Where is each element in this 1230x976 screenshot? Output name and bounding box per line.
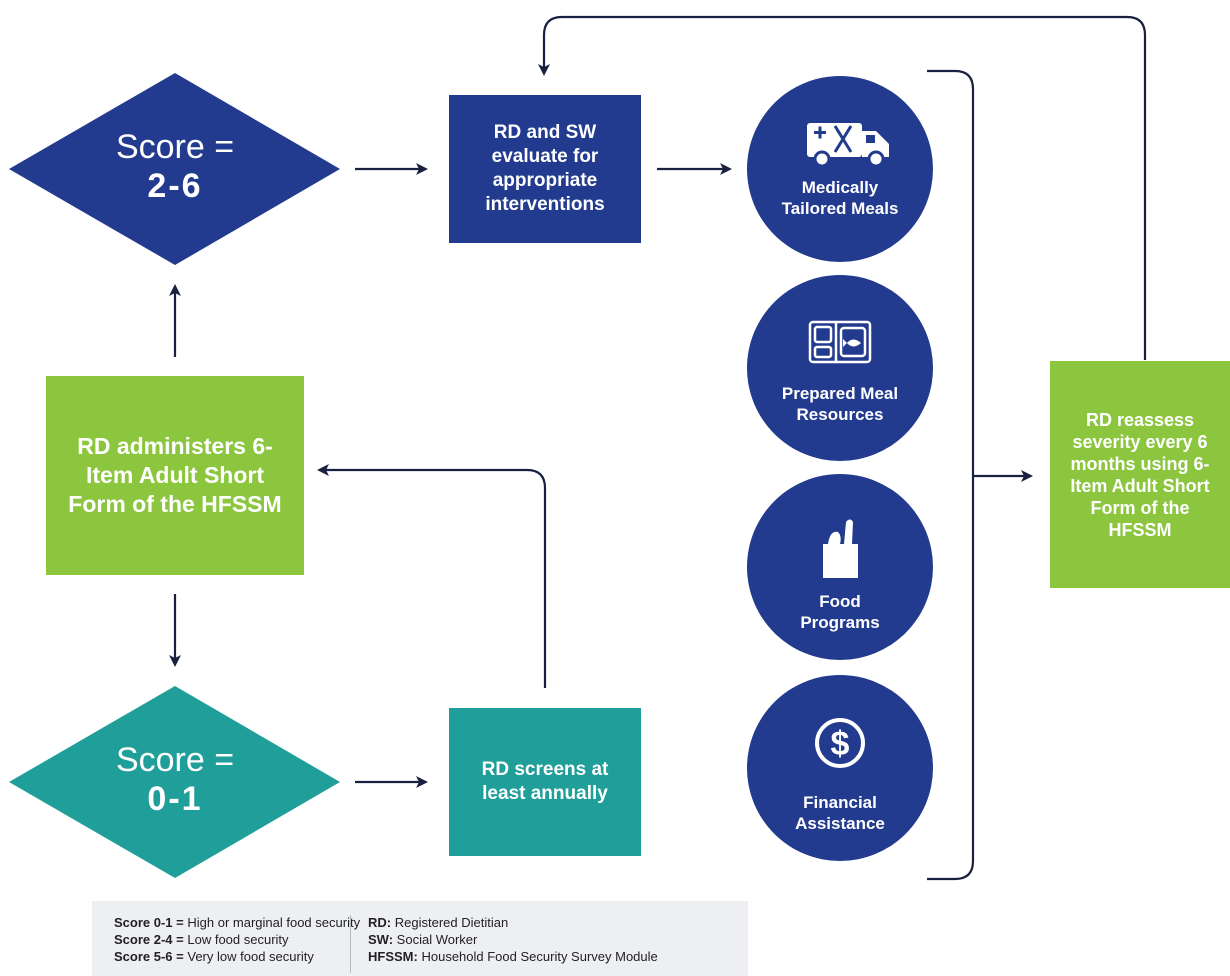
legend-def: High or marginal food security: [187, 915, 361, 930]
meal-delivery-van-icon: [807, 123, 889, 168]
legend-term: Score 0-1 =: [114, 915, 184, 930]
legend-abbr-row: HFSSM: Household Food Security Survey Mo…: [368, 948, 658, 965]
intervention-label-financial: Financial Assistance: [795, 793, 885, 833]
svg-text:$: $: [831, 725, 850, 763]
legend-term: SW:: [368, 932, 394, 947]
legend-panel: Score 0-1 = High or marginal food securi…: [92, 901, 748, 976]
legend-divider: [350, 915, 351, 973]
legend-term: RD:: [368, 915, 392, 930]
score-low-diamond: [9, 686, 340, 878]
score-low-label: Score = 0-1: [75, 741, 275, 819]
legend-abbr-row: SW: Social Worker: [368, 931, 658, 948]
legend-term: Score 5-6 =: [114, 949, 184, 964]
legend-score-row: Score 0-1 = High or marginal food securi…: [114, 914, 360, 931]
legend-abbr-row: RD: Registered Dietitian: [368, 914, 658, 931]
evaluate-text: RD and SW evaluate for appropriate inter…: [485, 122, 605, 215]
interventions-bracket: [927, 69, 975, 881]
legend-def: Social Worker: [396, 932, 478, 947]
score-high-diamond: [9, 73, 340, 265]
arrow-reassess-to-evaluate: [538, 15, 1147, 360]
prepared-meal-tray-icon: [808, 320, 872, 364]
arrow-screen-to-administer: [317, 464, 547, 688]
score-low-prefix: Score =: [115, 741, 235, 779]
intervention-circle-meals: [747, 76, 933, 262]
legend-def: Low food security: [187, 932, 289, 947]
grocery-bag-icon: [823, 519, 858, 578]
legend-term: HFSSM:: [368, 949, 418, 964]
evaluate-box: RD and SW evaluate for appropriate inter…: [449, 95, 641, 243]
legend-def: Registered Dietitian: [394, 915, 509, 930]
intervention-label-prepared: Prepared Meal Resources: [781, 384, 899, 424]
reassess-text: RD reassess severity every 6 months usin…: [1070, 409, 1210, 540]
administer-text: RD administers 6-Item Adult Short Form o…: [68, 433, 282, 517]
intervention-label-food: Food Programs: [800, 592, 880, 632]
score-high-prefix: Score =: [115, 128, 235, 166]
screen-box: RD screens at least annually: [449, 708, 641, 856]
score-high-label: Score = 2-6: [75, 128, 275, 206]
legend-scores: Score 0-1 = High or marginal food securi…: [114, 914, 360, 965]
legend-abbreviations: RD: Registered Dietitian SW: Social Work…: [368, 914, 658, 965]
administer-box: RD administers 6-Item Adult Short Form o…: [46, 376, 304, 575]
score-low-value: 0-1: [147, 780, 203, 818]
legend-score-row: Score 5-6 = Very low food security: [114, 948, 360, 965]
dollar-coin-icon: $: [815, 718, 865, 768]
legend-def: Household Food Security Survey Module: [421, 949, 658, 964]
legend-def: Very low food security: [187, 949, 314, 964]
intervention-circle-prepared: [747, 275, 933, 461]
legend-score-row: Score 2-4 = Low food security: [114, 931, 360, 948]
reassess-box: RD reassess severity every 6 months usin…: [1050, 361, 1230, 588]
legend-term: Score 2-4 =: [114, 932, 184, 947]
intervention-label-meals: Medically Tailored Meals: [781, 178, 899, 218]
screen-text: RD screens at least annually: [481, 759, 609, 804]
score-high-value: 2-6: [147, 167, 203, 205]
